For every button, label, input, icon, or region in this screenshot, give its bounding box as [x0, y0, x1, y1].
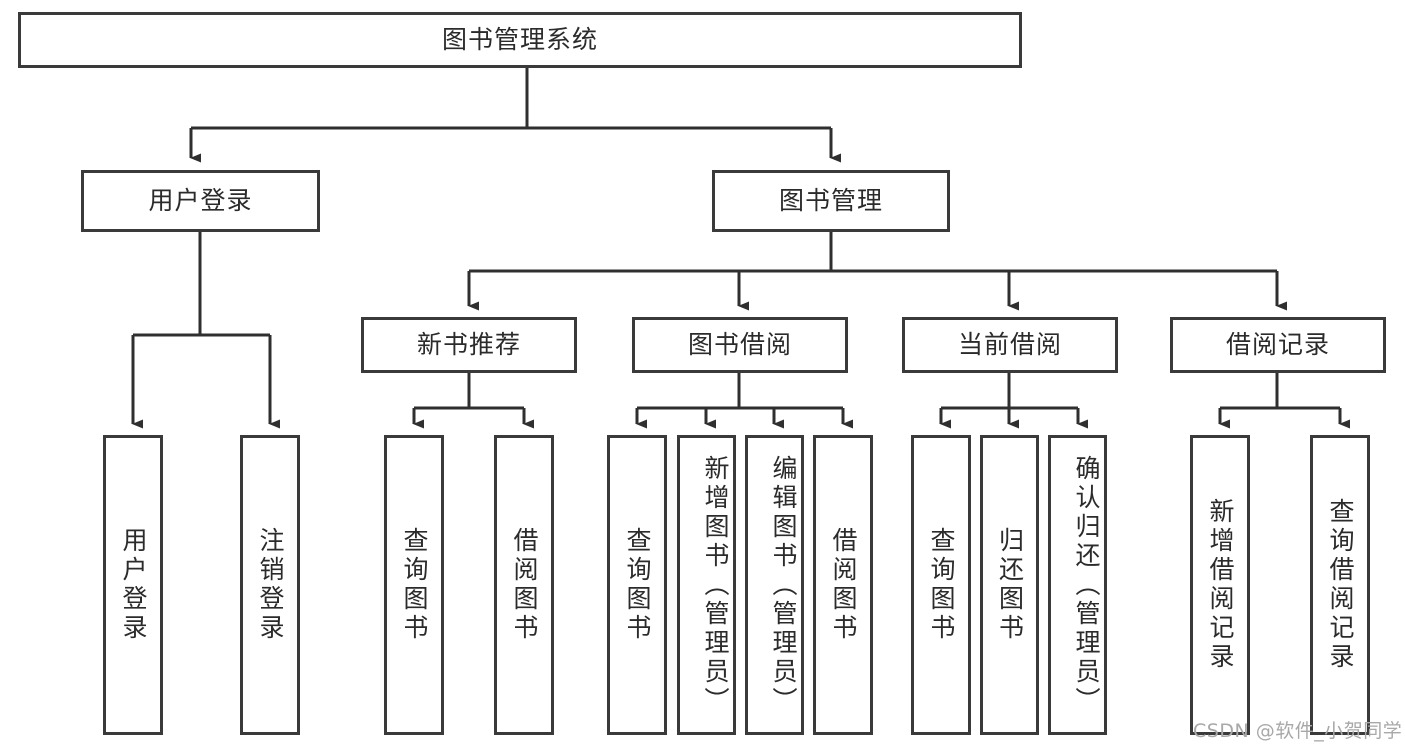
leaf-borrow-edit-book[interactable]: 编辑图书（管理员） — [745, 435, 804, 735]
node-label: 当前借阅 — [957, 330, 1062, 360]
node-label: 图书借阅 — [687, 330, 792, 360]
node-book-management[interactable]: 图书管理 — [712, 170, 950, 232]
leaf-current-confirm-return[interactable]: 确认归还（管理员） — [1048, 435, 1107, 735]
node-label: 用户登录 — [148, 186, 253, 216]
node-label: 借阅记录 — [1225, 330, 1330, 360]
node-label: 确认归还（管理员） — [1072, 454, 1101, 716]
leaf-current-query-book[interactable]: 查询图书 — [911, 435, 971, 735]
leaf-borrow-add-book[interactable]: 新增图书（管理员） — [677, 435, 736, 735]
node-root-system[interactable]: 图书管理系统 — [18, 12, 1022, 68]
leaf-user-login-login[interactable]: 用户登录 — [103, 435, 163, 735]
node-label: 归还图书 — [995, 527, 1025, 643]
node-label: 图书管理系统 — [441, 25, 598, 55]
node-label: 图书管理 — [778, 186, 883, 216]
leaf-borrow-borrow-book[interactable]: 借阅图书 — [813, 435, 873, 735]
leaf-record-add-record[interactable]: 新增借阅记录 — [1190, 435, 1250, 735]
csdn-watermark: CSDN @软件_小贺同学 — [1193, 720, 1403, 742]
node-new-book-recommend[interactable]: 新书推荐 — [361, 317, 577, 373]
node-user-login[interactable]: 用户登录 — [81, 170, 320, 232]
node-current-borrow[interactable]: 当前借阅 — [902, 317, 1118, 373]
leaf-borrow-query-book[interactable]: 查询图书 — [607, 435, 667, 735]
node-label: 查询借阅记录 — [1326, 498, 1355, 672]
node-label: 注销登录 — [256, 527, 285, 643]
node-label: 借阅图书 — [829, 527, 858, 643]
leaf-recommend-query-book[interactable]: 查询图书 — [384, 435, 444, 735]
leaf-recommend-borrow-book[interactable]: 借阅图书 — [494, 435, 554, 735]
node-label: 编辑图书（管理员） — [769, 454, 798, 716]
leaf-current-return-book[interactable]: 归还图书 — [980, 435, 1039, 735]
node-label: 新增图书（管理员） — [701, 454, 730, 716]
node-book-borrow[interactable]: 图书借阅 — [632, 317, 848, 373]
node-label: 查询图书 — [400, 527, 429, 643]
node-label: 查询图书 — [927, 527, 956, 643]
leaf-record-query-record[interactable]: 查询借阅记录 — [1310, 435, 1370, 735]
node-label: 查询图书 — [623, 527, 652, 643]
node-borrow-record[interactable]: 借阅记录 — [1170, 317, 1386, 373]
leaf-user-login-logout[interactable]: 注销登录 — [240, 435, 300, 735]
node-label: 新书推荐 — [416, 330, 521, 360]
node-label: 借阅图书 — [510, 527, 539, 643]
node-label: 用户登录 — [119, 527, 148, 643]
node-label: 新增借阅记录 — [1206, 498, 1235, 672]
